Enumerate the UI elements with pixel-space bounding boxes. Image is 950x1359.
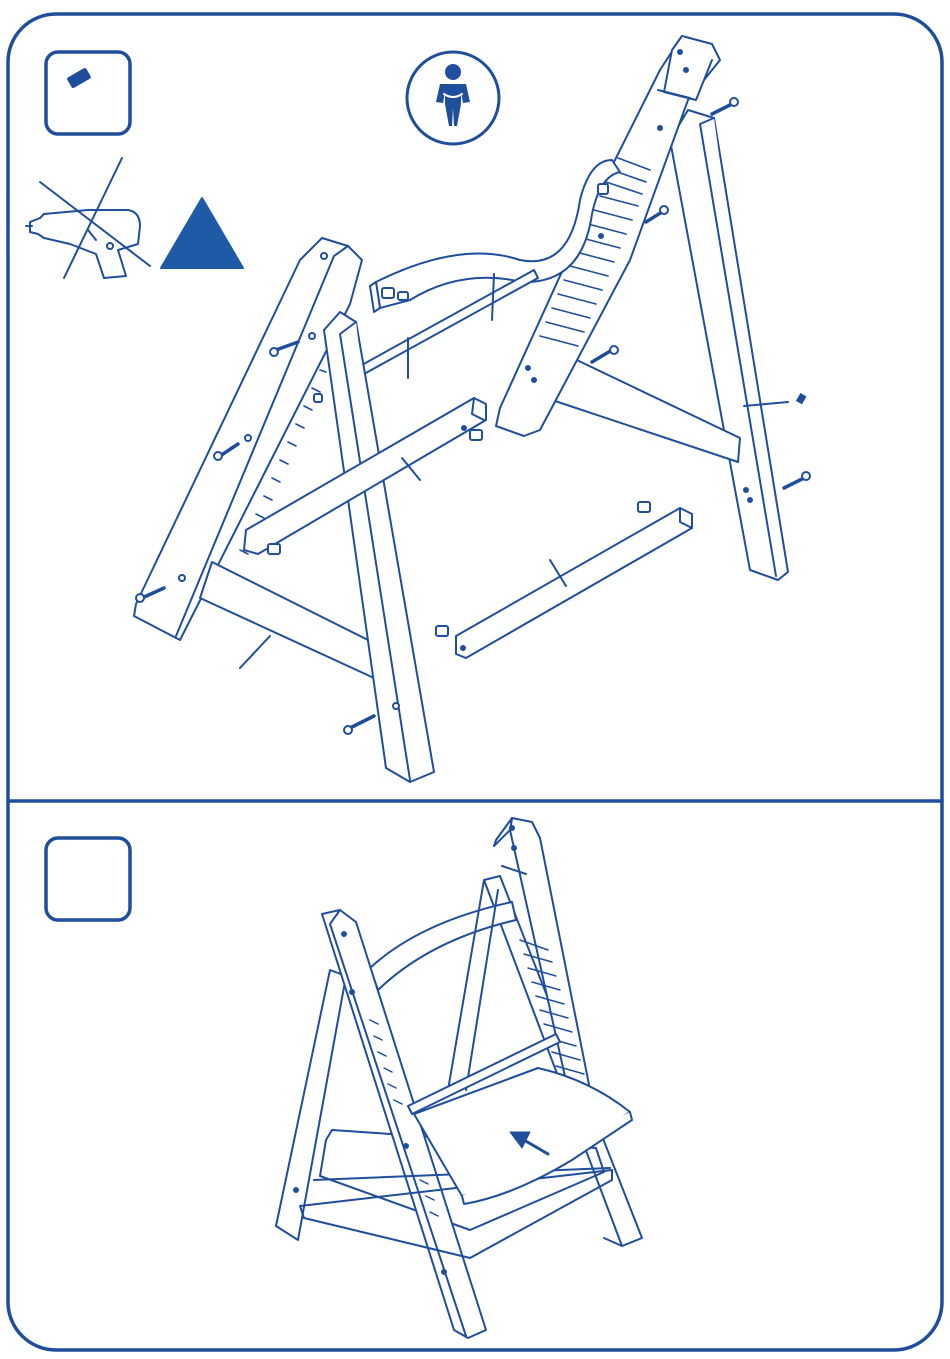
step-2-badge bbox=[46, 838, 130, 920]
barrel-nut-2 bbox=[314, 394, 322, 402]
step-1-badge bbox=[46, 52, 130, 134]
child-figure-icon bbox=[407, 52, 499, 144]
bolt-4 bbox=[784, 472, 810, 488]
step-2-panel bbox=[46, 818, 642, 1338]
warning-triangle-icon bbox=[161, 198, 243, 268]
no-power-drill-icon bbox=[26, 158, 150, 278]
bolt-1 bbox=[712, 98, 738, 114]
hex-key-icon bbox=[66, 67, 91, 88]
bolt-8 bbox=[344, 716, 374, 734]
barrel-nut-1 bbox=[598, 184, 608, 194]
step-1-panel bbox=[26, 36, 810, 782]
front-footrest-bar bbox=[436, 502, 692, 658]
assembled-frame bbox=[276, 818, 642, 1338]
right-side-frame bbox=[496, 36, 788, 580]
bolt-3 bbox=[592, 346, 618, 362]
